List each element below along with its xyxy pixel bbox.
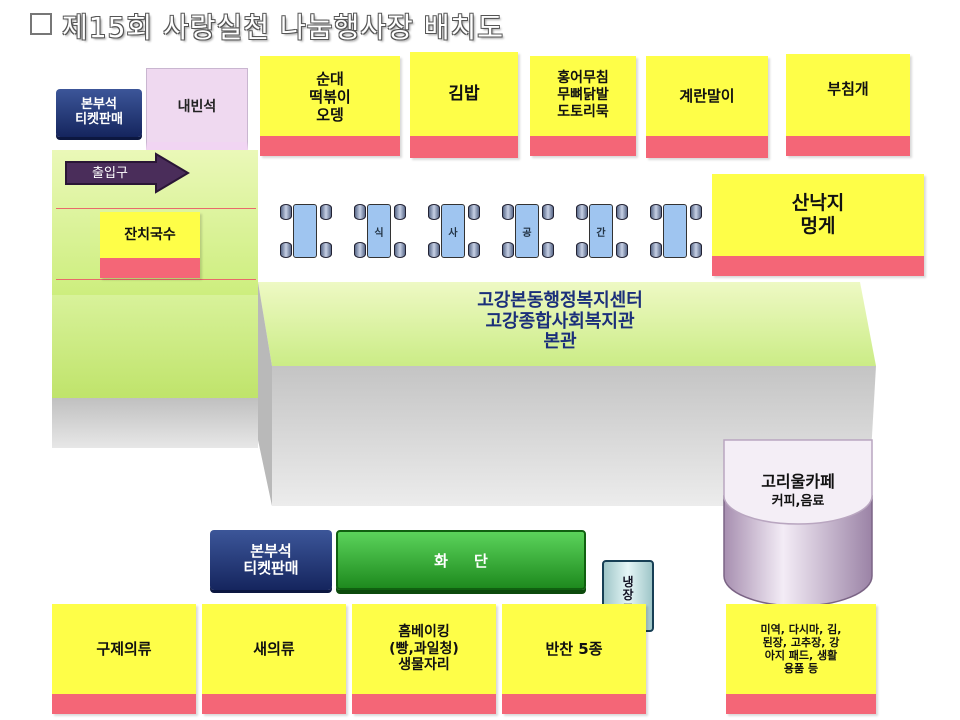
chair	[320, 204, 332, 220]
booth-pancake: 부침개	[786, 54, 910, 156]
left-platform-side	[52, 295, 258, 400]
hq-ticket-booth-bottom: 본부석 티켓판매	[210, 530, 332, 590]
pink-line-bottom	[56, 279, 256, 280]
booth-used-clothes: 구제의류	[52, 604, 196, 714]
checkbox-icon	[30, 13, 52, 35]
entrance-label: 출입구	[92, 166, 128, 181]
dining-label: 식	[374, 227, 384, 239]
booth-side-dishes: 반찬 5종	[502, 604, 646, 714]
table-group: 식	[354, 200, 406, 264]
chair	[280, 204, 292, 220]
dining-table: 공	[515, 204, 539, 258]
dining-label: 공	[522, 227, 532, 239]
pink-line-top	[56, 208, 256, 209]
dining-table: 간	[589, 204, 613, 258]
table-group	[650, 200, 702, 264]
table-group	[280, 200, 332, 264]
chair	[576, 204, 588, 220]
main-building-label: 고강본동행정복지센터 고강종합사회복지관 본관	[477, 290, 643, 353]
chair	[320, 242, 332, 258]
booth-hongeo: 홍어무침 무뼈닭발 도토리묵	[530, 56, 636, 156]
chair	[690, 242, 702, 258]
vip-label: 내빈석	[177, 98, 217, 115]
chair	[468, 242, 480, 258]
chair	[542, 242, 554, 258]
booth-egg-roll: 계란말이	[646, 56, 768, 158]
entrance-arrow	[65, 152, 190, 194]
chair	[354, 204, 366, 220]
chair	[280, 242, 292, 258]
cafe-name: 고리울카페	[761, 472, 835, 491]
chair	[616, 242, 628, 258]
flower-bed: 화 단	[336, 530, 586, 590]
table-group: 사	[428, 200, 480, 264]
chair	[542, 204, 554, 220]
page-title: 제15회 사랑실천 나눔행사장 배치도	[30, 6, 504, 46]
dining-table: 사	[441, 204, 465, 258]
vip-seating: 내빈석	[146, 68, 248, 150]
left-platform-base	[52, 398, 258, 448]
chair	[650, 204, 662, 220]
booth-groceries: 미역, 다시마, 김, 된장, 고추장, 강 아지 패드, 생활 용품 등	[726, 604, 876, 714]
chair	[354, 242, 366, 258]
dining-table	[293, 204, 317, 258]
flower-bed-label: 화 단	[434, 551, 488, 570]
dining-label: 사	[448, 227, 458, 239]
chair	[428, 204, 440, 220]
chair	[690, 204, 702, 220]
chair	[394, 242, 406, 258]
dining-label: 간	[596, 227, 606, 239]
dining-area: 식 사 공 간	[280, 200, 710, 266]
chair	[468, 204, 480, 220]
chair	[576, 242, 588, 258]
chair	[650, 242, 662, 258]
chair	[502, 242, 514, 258]
chair	[394, 204, 406, 220]
booth-home-baking: 홈베이킹 (빵,과일청) 생물자리	[352, 604, 496, 714]
chair	[502, 204, 514, 220]
booth-sundae: 순대 떡볶이 오뎅	[260, 56, 400, 156]
cafe-cylinder	[723, 439, 873, 607]
dining-table: 식	[367, 204, 391, 258]
table-group: 간	[576, 200, 628, 264]
booth-noodle: 잔치국수	[100, 212, 200, 278]
booth-gimbap: 김밥	[410, 52, 518, 158]
booth-octopus: 산낙지 멍게	[712, 174, 924, 276]
chair	[428, 242, 440, 258]
hq-ticket-booth-top: 본부석 티켓판매	[56, 89, 142, 137]
table-group: 공	[502, 200, 554, 264]
cafe-sub: 커피,음료	[771, 494, 825, 509]
title-text: 제15회 사랑실천 나눔행사장 배치도	[62, 11, 504, 44]
dining-table	[663, 204, 687, 258]
chair	[616, 204, 628, 220]
booth-new-clothes: 새의류	[202, 604, 346, 714]
